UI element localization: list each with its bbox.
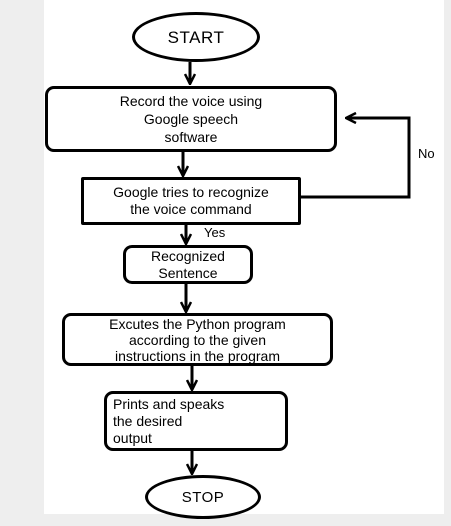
record-voice-text: Record the voice using Google speech sof… xyxy=(119,93,263,145)
no-label: No xyxy=(418,146,435,161)
no-loop-back-arrow xyxy=(301,118,411,199)
prints-output-box: Prints and speaks the desired output xyxy=(104,391,288,451)
execute-program-text: Excutes the Python program according to … xyxy=(109,315,286,364)
execute-program-box: Excutes the Python program according to … xyxy=(62,313,333,366)
prints-output-text: Prints and speaks the desired output xyxy=(113,395,225,446)
recognized-sentence-text: Recognized Sentence xyxy=(151,247,225,281)
start-node: START xyxy=(132,12,260,62)
right-margin-strip xyxy=(444,0,451,526)
start-label: START xyxy=(167,27,225,47)
yes-label: Yes xyxy=(204,225,226,240)
recognize-command-box: Google tries to recognize the voice comm… xyxy=(81,177,301,225)
stop-node: STOP xyxy=(145,475,261,519)
recognize-command-text: Google tries to recognize the voice comm… xyxy=(113,184,269,217)
bottom-margin-strip xyxy=(0,514,451,526)
stop-label: STOP xyxy=(181,488,225,506)
recognized-sentence-box: Recognized Sentence xyxy=(123,245,253,284)
record-voice-box: Record the voice using Google speech sof… xyxy=(45,86,337,152)
left-margin-strip xyxy=(0,0,44,526)
